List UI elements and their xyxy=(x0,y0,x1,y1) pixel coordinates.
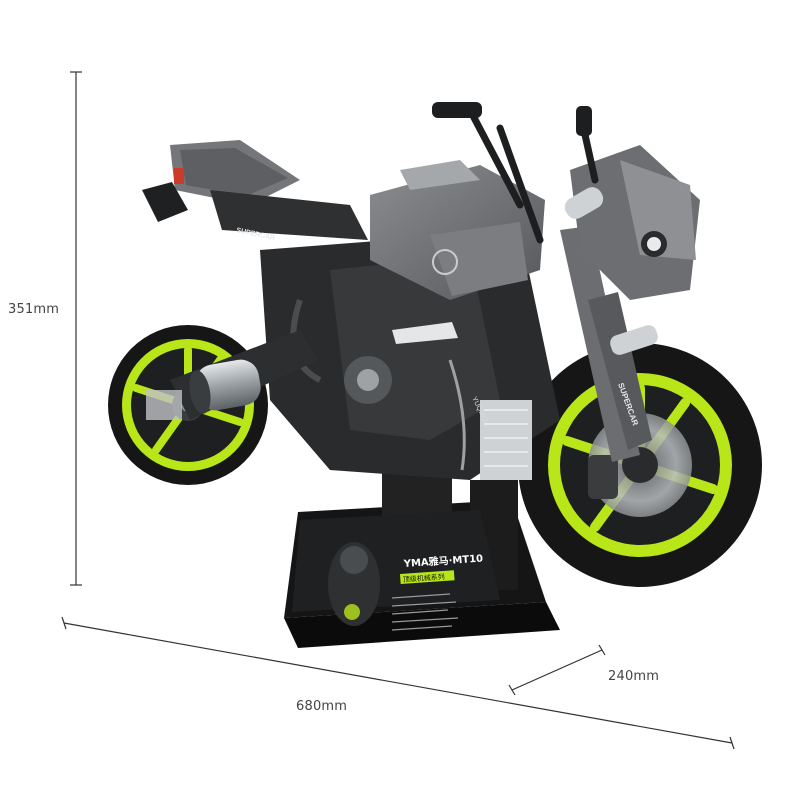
mirror-right xyxy=(576,106,592,136)
plaque-subtitle: 顶级机械系列 xyxy=(403,572,446,584)
display-stand: YMA雅马·MT10 顶级机械系列 xyxy=(284,468,560,648)
dimension-lines xyxy=(61,71,735,750)
height-label: 351mm xyxy=(8,302,60,317)
frame-and-engine: YUQIAO xyxy=(260,230,560,480)
tail-section: SUPERCAR xyxy=(142,140,368,242)
depth-dimension-line xyxy=(511,649,603,691)
front-fork: SUPERCAR xyxy=(560,226,658,462)
plaque-spec-lines xyxy=(391,593,459,631)
plaque-figure xyxy=(328,542,380,626)
fuel-tank xyxy=(370,160,545,300)
width-dimension-line xyxy=(63,622,733,744)
front-wheel xyxy=(518,343,762,587)
swingarm-exhaust xyxy=(146,330,318,420)
depth-label: 240mm xyxy=(608,669,660,684)
width-label: 680mm xyxy=(296,699,348,714)
headlight-cowl xyxy=(564,145,700,300)
mirror-left xyxy=(432,102,482,118)
